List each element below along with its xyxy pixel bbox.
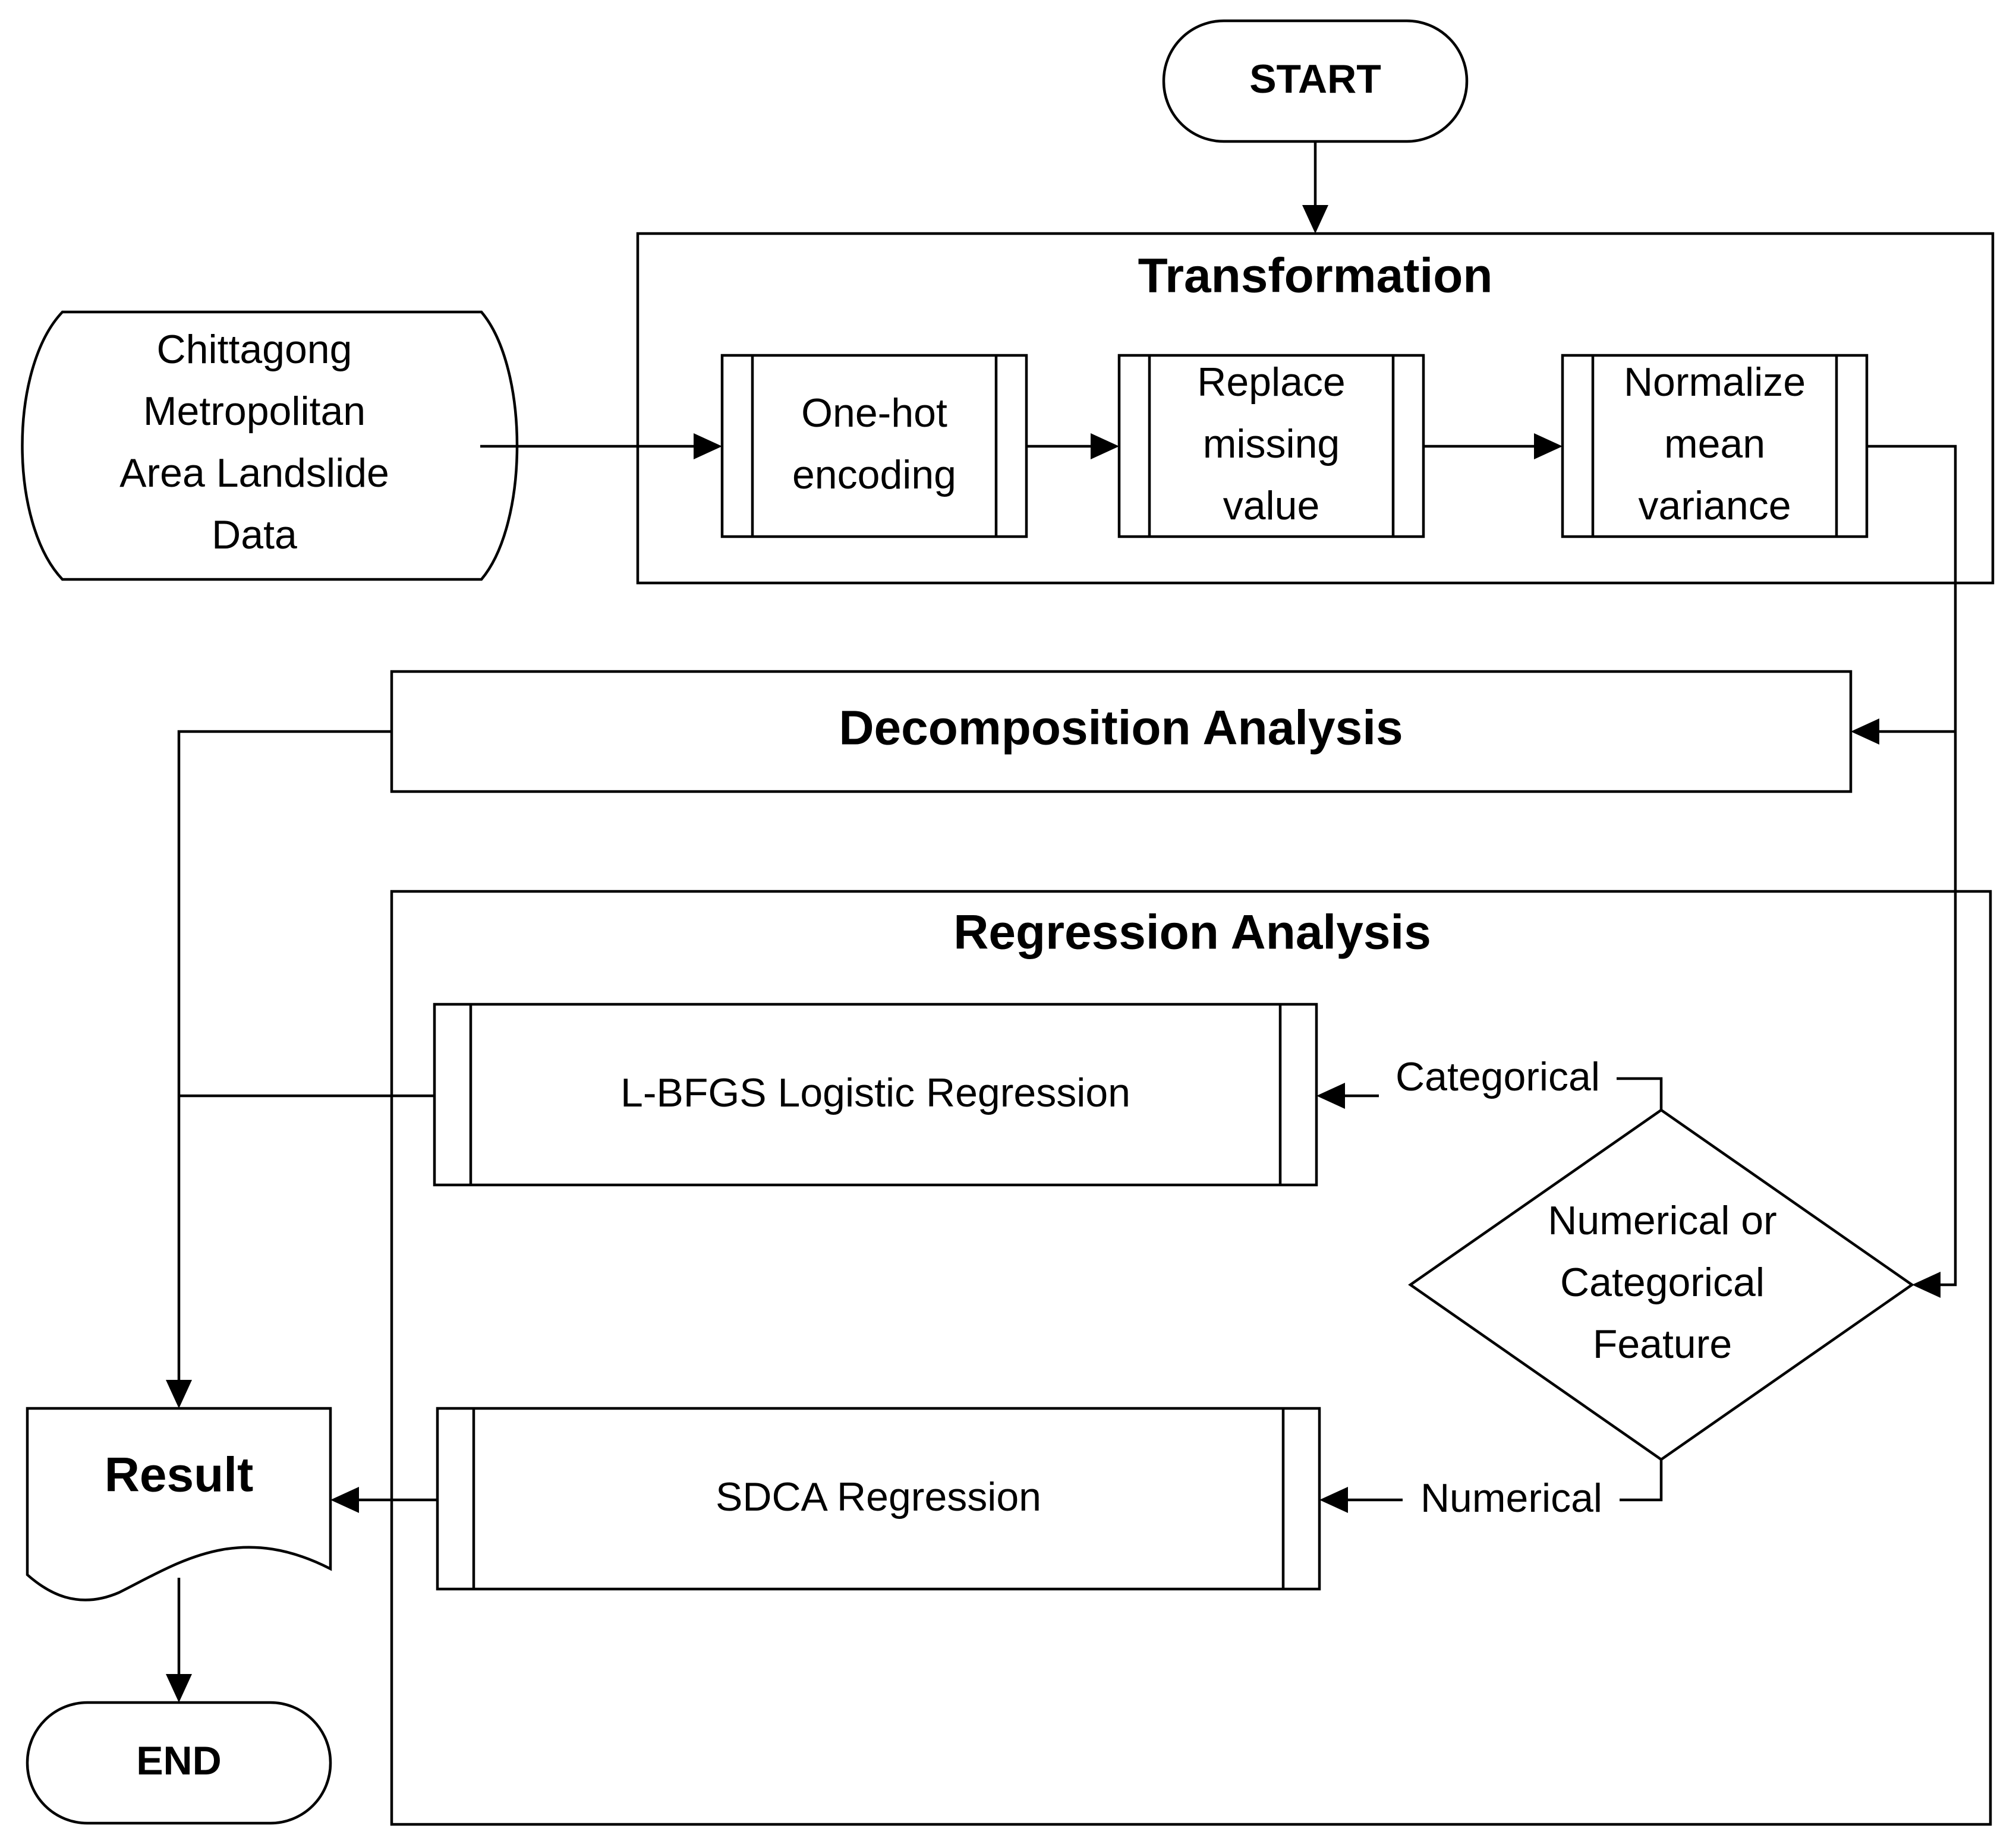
arrowhead-decomposition xyxy=(1851,718,1879,745)
lbfgs-logistic-regression-node: L-BFGS Logistic Regression xyxy=(433,1003,1318,1187)
decomposition-label: Decomposition Analysis xyxy=(839,701,1403,755)
one-hot-encoding-node: One-hot encoding xyxy=(720,354,1028,538)
data-source-line-2: Metropolitan xyxy=(143,389,366,434)
replace-missing-value-node: Replace missing value xyxy=(1117,354,1425,538)
one-hot-line-2: encoding xyxy=(792,452,956,497)
replace-missing-line-1: Replace xyxy=(1197,360,1346,405)
replace-missing-line-2: missing xyxy=(1203,421,1340,466)
transformation-title: Transformation xyxy=(1138,249,1493,303)
decision-line-2: Categorical xyxy=(1560,1260,1765,1305)
arrowhead-end xyxy=(166,1674,192,1703)
arrowhead-transformation xyxy=(1302,205,1328,234)
result-label: Result xyxy=(105,1448,254,1502)
connectors: Categorical Numerical xyxy=(166,141,1957,1703)
data-source-node: Chittagong Metropolitan Area Landslide D… xyxy=(21,310,519,581)
decision-line-3: Feature xyxy=(1593,1322,1732,1367)
arrowhead-result-side xyxy=(330,1487,359,1513)
arrowhead-result-top xyxy=(166,1380,192,1408)
arrowhead-normalize xyxy=(1534,433,1563,459)
arrowhead-lbfgs xyxy=(1316,1083,1345,1109)
start-label: START xyxy=(1249,56,1381,102)
end-terminator: END xyxy=(26,1701,332,1825)
connector-normalize-trunk xyxy=(1867,445,1957,1287)
replace-missing-line-3: value xyxy=(1223,483,1320,528)
data-source-line-3: Area Landslide xyxy=(119,450,389,496)
sdca-label: SDCA Regression xyxy=(716,1474,1041,1520)
connector-decomposition-to-result xyxy=(177,730,392,1380)
arrowhead-replace xyxy=(1091,433,1119,459)
arrowhead-one-hot xyxy=(694,433,722,459)
end-label: END xyxy=(136,1738,222,1783)
regression-title: Regression Analysis xyxy=(953,906,1431,960)
feature-type-decision: Numerical or Categorical Feature xyxy=(1408,1108,1914,1461)
result-document-node: Result xyxy=(26,1407,332,1602)
start-terminator: START xyxy=(1162,19,1469,143)
lbfgs-label: L-BFGS Logistic Regression xyxy=(620,1070,1130,1115)
normalize-line-3: variance xyxy=(1638,483,1791,528)
edge-label-numerical: Numerical xyxy=(1420,1476,1602,1521)
normalize-line-2: mean xyxy=(1664,421,1765,466)
connector-decision-numerical-a xyxy=(1620,1459,1663,1502)
normalize-line-1: Normalize xyxy=(1624,360,1806,405)
connector-decision-categorical-a xyxy=(1617,1077,1663,1110)
arrowhead-sdca xyxy=(1319,1487,1348,1513)
data-source-line-1: Chittagong xyxy=(157,327,352,372)
sdca-regression-node: SDCA Regression xyxy=(436,1407,1321,1591)
arrowhead-decision xyxy=(1912,1272,1941,1298)
one-hot-line-1: One-hot xyxy=(801,390,947,436)
decomposition-analysis-node: Decomposition Analysis xyxy=(390,670,1853,793)
data-source-line-4: Data xyxy=(212,512,297,557)
normalize-mean-variance-node: Normalize mean variance xyxy=(1561,354,1869,538)
decision-line-1: Numerical or xyxy=(1548,1198,1776,1243)
edge-label-categorical: Categorical xyxy=(1396,1054,1600,1099)
